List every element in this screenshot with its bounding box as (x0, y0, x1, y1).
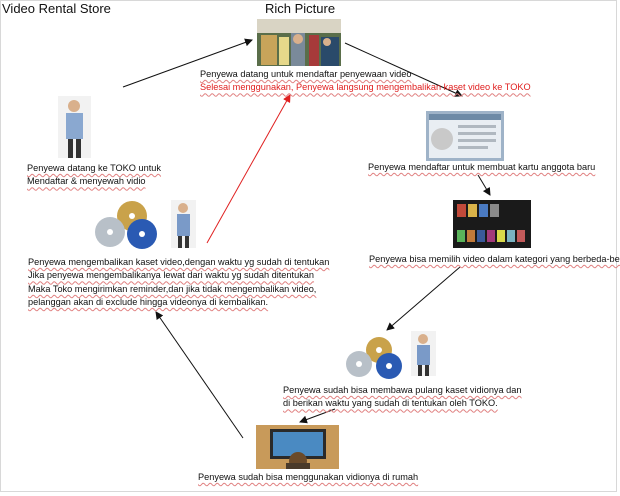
caption-top-line1: Penyewa datang untuk mendaftar penyewaan… (200, 69, 412, 79)
person-icon (171, 200, 196, 248)
caption-return-line2: Jika penyewa mengembalikanya lewat dari … (28, 270, 315, 281)
caption-use: Penyewa sudah bisa menggunakan vidionya … (198, 471, 418, 484)
watching-tv-photo (256, 425, 339, 469)
caption-take-home: Penyewa sudah bisa membawa pulang kaset … (283, 384, 522, 411)
person-icon (58, 96, 91, 158)
caption-register: Penyewa mendaftar untuk membuat kartu an… (368, 161, 595, 174)
caption-return-line3: Maka Toko mengirimkan reminder,dan jika … (28, 283, 317, 294)
caption-take-home-line1: Penyewa sudah bisa membawa pulang kaset … (283, 385, 522, 395)
caption-return: Penyewa mengembalikan kaset video,dengan… (28, 256, 329, 310)
caption-return-line1: Penyewa mengembalikan kaset video,dengan… (28, 257, 330, 267)
video-catalog-screenshot (453, 200, 531, 248)
caption-select: Penyewa bisa memilih video dalam kategor… (369, 253, 620, 266)
registration-form-screenshot (426, 111, 504, 161)
caption-take-home-line2: di berikan waktu yang sudah di tentukan … (283, 398, 498, 409)
caption-come: Penyewa datang ke TOKO untuk Mendaftar &… (27, 162, 161, 189)
dvd-discs-icon (92, 200, 166, 252)
diagram-label-left: Video Rental Store (2, 1, 111, 16)
diagram-title: Rich Picture (265, 1, 336, 16)
person-icon (411, 331, 436, 376)
arrow-select-to-takehome (386, 266, 461, 331)
arrow-return-to-top (206, 94, 291, 244)
arrow-use-to-return (155, 311, 244, 439)
arrow-top-to-register (344, 42, 463, 97)
caption-return-line4: pelanggan akan di exclude hingga videony… (28, 297, 269, 308)
caption-use-line1: Penyewa sudah bisa menggunakan vidionya … (198, 472, 419, 482)
caption-register-line1: Penyewa mendaftar untuk membuat kartu an… (368, 162, 596, 172)
caption-top: Penyewa datang untuk mendaftar penyewaan… (200, 68, 531, 95)
store-photo (257, 19, 341, 66)
caption-select-line1: Penyewa bisa memilih video dalam kategor… (369, 254, 620, 264)
caption-top-line2: Selesai menggunakan, Penyewa langsung me… (200, 82, 531, 93)
caption-come-line2: Mendaftar & menyewah vidio (27, 176, 146, 187)
caption-come-line1: Penyewa datang ke TOKO untuk (27, 163, 161, 173)
arrow-come-to-top (122, 38, 253, 88)
arrow-register-to-select (477, 174, 491, 196)
dvd-discs-icon (343, 336, 411, 380)
arrow-takehome-to-use (299, 408, 336, 424)
